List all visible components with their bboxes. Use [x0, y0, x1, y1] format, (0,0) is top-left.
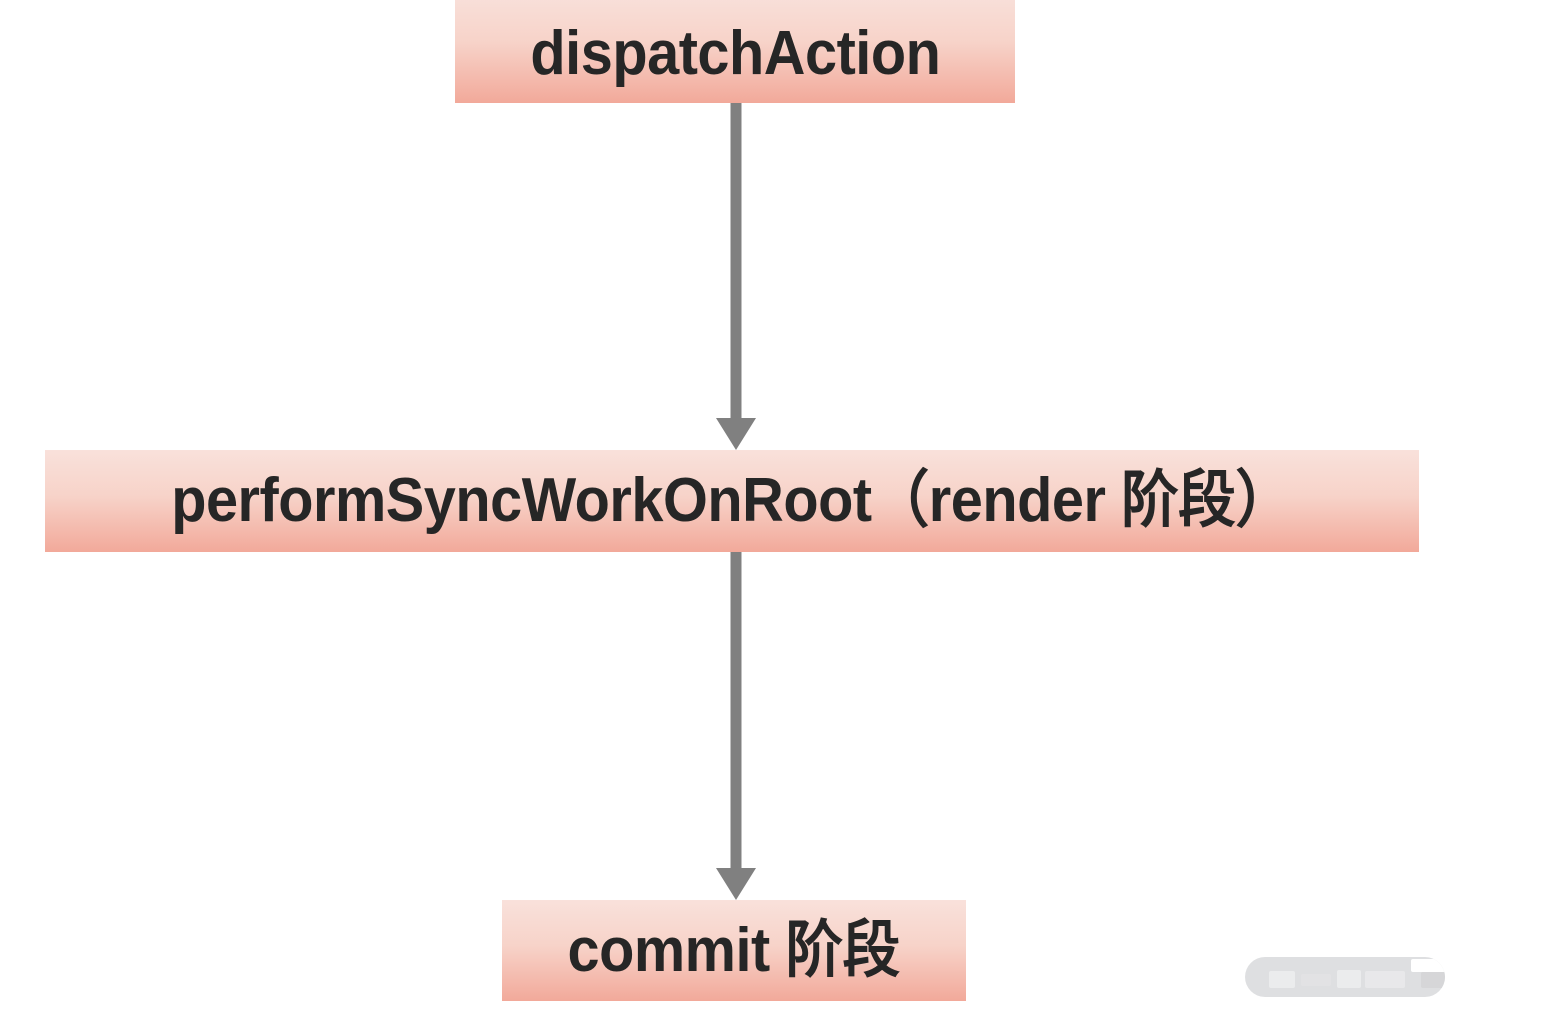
node-commit-phase[interactable]: commit 阶段 — [502, 900, 966, 1001]
arrowhead-icon — [716, 418, 756, 450]
node-dispatch-action[interactable]: dispatchAction — [455, 0, 1015, 103]
node-perform-sync-work-on-root[interactable]: performSyncWorkOnRoot（render 阶段） — [45, 450, 1419, 552]
watermark-fragment — [1411, 959, 1445, 972]
node-perform-sync-work-on-root-label: performSyncWorkOnRoot（render 阶段） — [171, 466, 1293, 535]
watermark-fragment — [1269, 971, 1295, 988]
watermark-fragment — [1365, 971, 1405, 988]
watermark-fragment — [1337, 970, 1361, 988]
node-commit-phase-label: commit 阶段 — [567, 915, 901, 985]
arrowhead-icon — [716, 868, 756, 900]
watermark-fragment — [1421, 972, 1445, 988]
node-dispatch-action-label: dispatchAction — [530, 19, 940, 88]
watermark-badge — [1245, 957, 1445, 997]
watermark-fragment — [1301, 974, 1331, 986]
